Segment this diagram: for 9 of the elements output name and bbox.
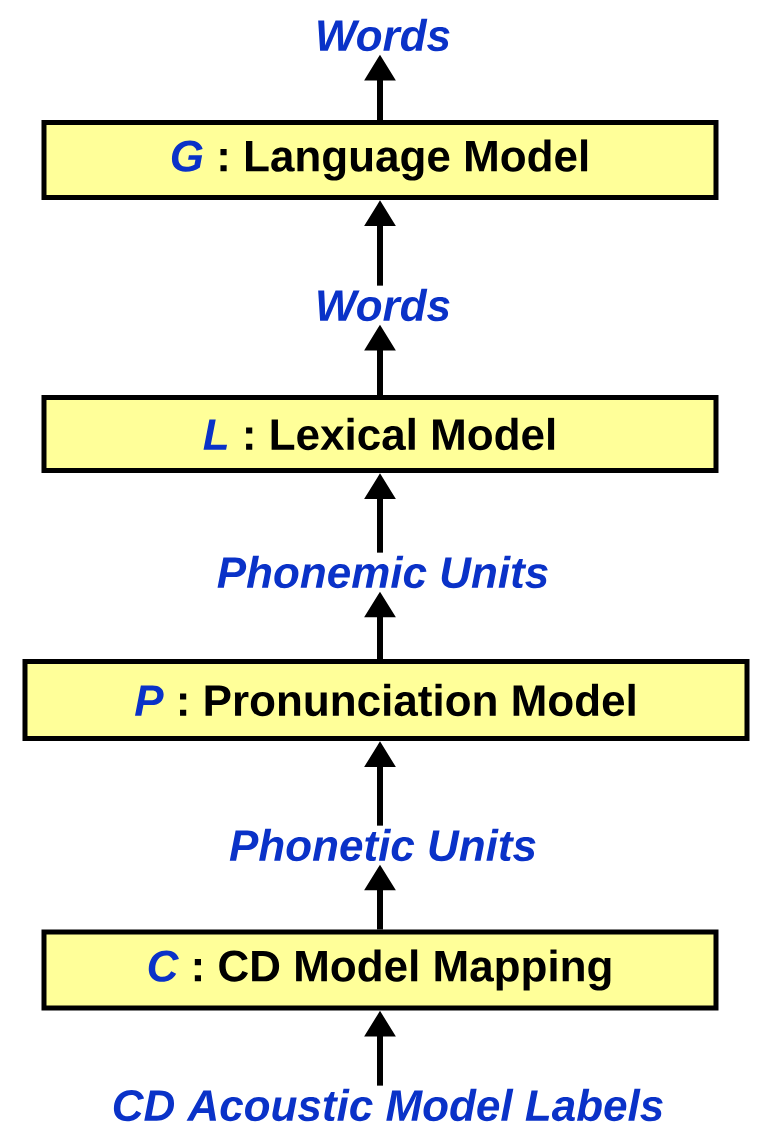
unit-label: Phonetic Units — [229, 828, 536, 862]
unit-label: CD Acoustic Model Labels — [113, 1088, 663, 1122]
unit-label: Words — [318, 288, 450, 322]
model-box: L : Lexical Model — [41, 395, 719, 473]
unit-label: Words — [318, 18, 450, 52]
model-box: G : Language Model — [41, 120, 719, 200]
model-box: P : Pronunciation Model — [22, 659, 750, 741]
unit-label: Phonemic Units — [217, 555, 548, 589]
model-box: C : CD Model Mapping — [41, 929, 719, 1011]
